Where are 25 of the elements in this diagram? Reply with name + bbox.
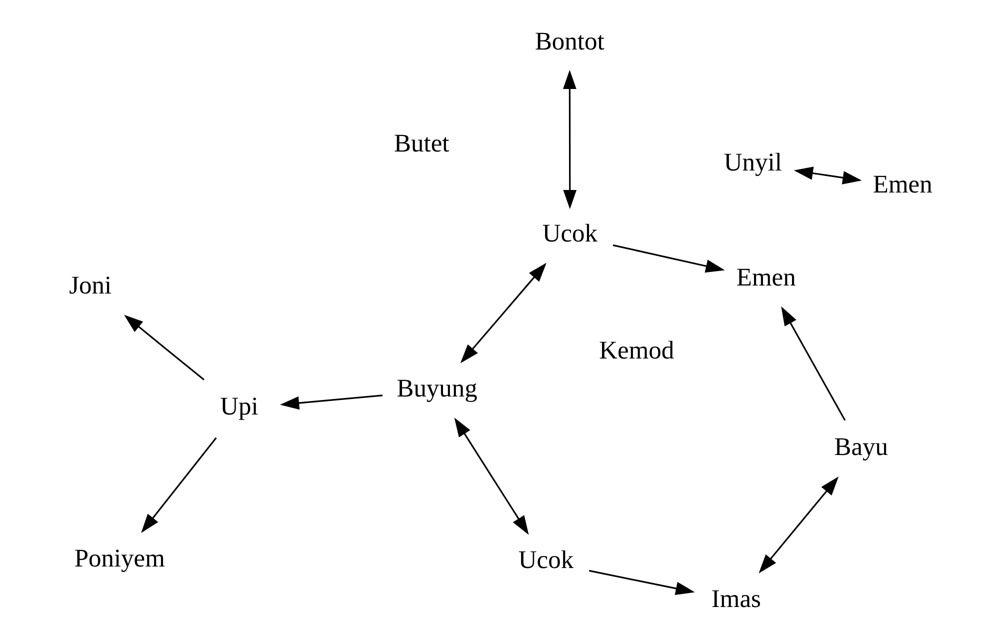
arrow <box>588 570 694 596</box>
node-text: Joni <box>68 270 112 300</box>
node-text: Imas <box>710 584 760 613</box>
node-text: Bontot <box>534 26 604 56</box>
arrow <box>460 262 546 364</box>
arrow <box>454 418 528 535</box>
arrow <box>562 70 576 210</box>
node-text: Ucok <box>542 218 598 248</box>
arrow <box>140 437 216 533</box>
node-text: Emen <box>736 262 796 292</box>
arrow <box>780 306 846 421</box>
node-text: Unyil <box>723 147 782 176</box>
arrow <box>280 394 382 410</box>
arrow <box>612 244 724 273</box>
node-text: Upi <box>220 392 258 421</box>
node-text: Ucok <box>518 544 574 574</box>
arrow <box>793 166 862 184</box>
node-text: Bayu <box>834 432 888 462</box>
node-text: Butet <box>394 128 449 158</box>
arrow <box>758 476 838 574</box>
node-text: Emen <box>872 170 932 199</box>
node-text: Kemod <box>598 335 674 364</box>
arrow <box>124 314 204 380</box>
node-text: Poniyem <box>74 543 164 572</box>
node-text: Buyung <box>396 373 477 402</box>
